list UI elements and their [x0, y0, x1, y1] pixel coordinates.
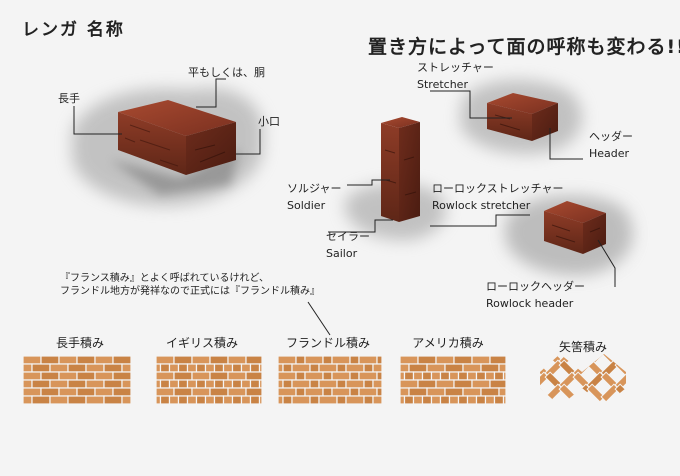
label-hira-dou: 平もしくは、胴	[188, 66, 265, 79]
headline: 置き方によって面の呼称も変わる!!	[368, 36, 680, 58]
leader-lines	[73, 78, 616, 336]
pattern-stretcher-bond	[22, 355, 132, 405]
pattern-name-american-bond: アメリカ積み	[412, 336, 484, 350]
label-koguchi: 小口	[258, 115, 280, 128]
pattern-name-herringbone: 矢筈積み	[558, 340, 607, 354]
pattern-herringbone	[540, 354, 626, 403]
label-rowlock-stretcher-en: Rowlock stretcher	[432, 199, 531, 212]
label-soldier-ja: ソルジャー	[287, 182, 342, 195]
soldier-brick-illustration	[345, 117, 446, 241]
label-soldier-en: Soldier	[287, 199, 326, 212]
pattern-name-flemish-bond: フランドル積み	[285, 336, 370, 350]
pattern-flemish-bond	[277, 355, 383, 405]
label-rowlock-stretcher-ja: ローロックストレッチャー	[432, 182, 564, 195]
label-header-ja: ヘッダー	[589, 130, 633, 143]
label-sailor-ja: セイラー	[326, 230, 370, 243]
large-brick-illustration	[72, 88, 264, 206]
label-rowlock-header-en: Rowlock header	[486, 297, 574, 310]
pattern-english-bond	[155, 355, 263, 405]
label-nagate: 長手	[58, 92, 80, 105]
page-title: レンガ 名称	[22, 20, 125, 40]
label-header-en: Header	[589, 147, 630, 160]
label-sailor-en: Sailor	[326, 247, 358, 260]
pattern-american-bond	[399, 355, 507, 405]
label-stretcher-ja: ストレッチャー	[417, 61, 494, 74]
note-line-1: 『フランス積み』とよく呼ばれているけれど、	[60, 273, 269, 284]
note-line-2: フランドル地方が発祥なので正式には『フランドル積み』	[60, 286, 320, 297]
pattern-name-stretcher-bond: 長手積み	[55, 336, 104, 350]
stretcher-brick-illustration	[460, 80, 582, 154]
label-stretcher-en: Stretcher	[417, 78, 468, 91]
label-rowlock-header-ja: ローロックヘッダー	[486, 280, 585, 293]
pattern-name-english-bond: イギリス積み	[165, 336, 238, 350]
